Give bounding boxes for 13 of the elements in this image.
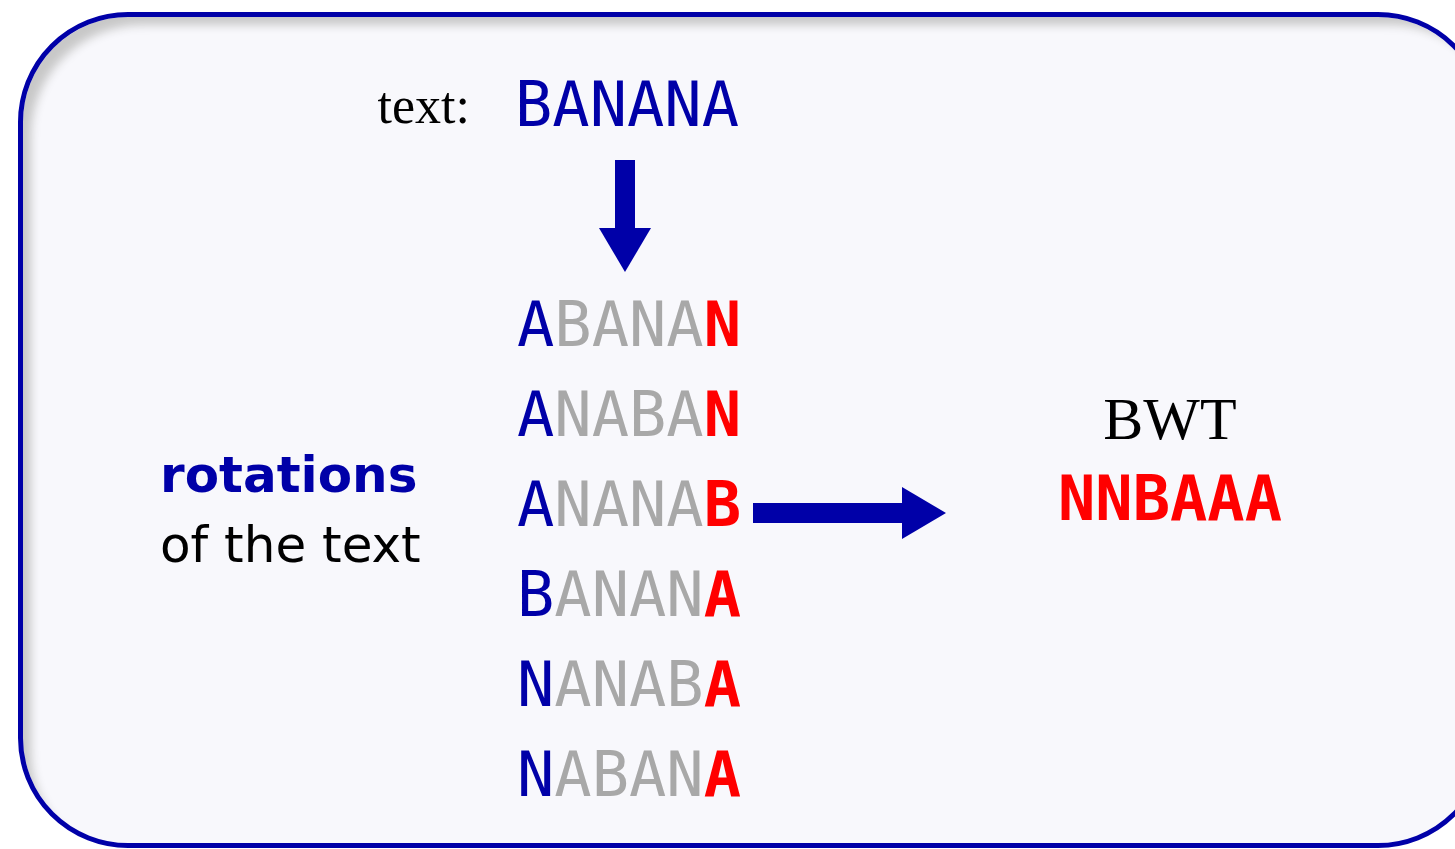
node-label: text: [376, 76, 470, 136]
arrow [753, 487, 946, 539]
input-text: BANANA [514, 67, 739, 143]
rotation-text: BANANA [516, 557, 741, 633]
rotation-text: NABANA [516, 737, 741, 813]
bwt-text: NNBAAA [1058, 461, 1282, 537]
rotation-text: ANABAN [516, 377, 741, 453]
arrow [599, 160, 651, 272]
rotation-text: ANANAB [516, 467, 741, 543]
node-label: rotations of the text [160, 445, 422, 576]
rotation-text: NANABA [516, 647, 741, 723]
heading: BWT [1103, 385, 1237, 454]
rotation-text: ABANAN [516, 287, 741, 363]
